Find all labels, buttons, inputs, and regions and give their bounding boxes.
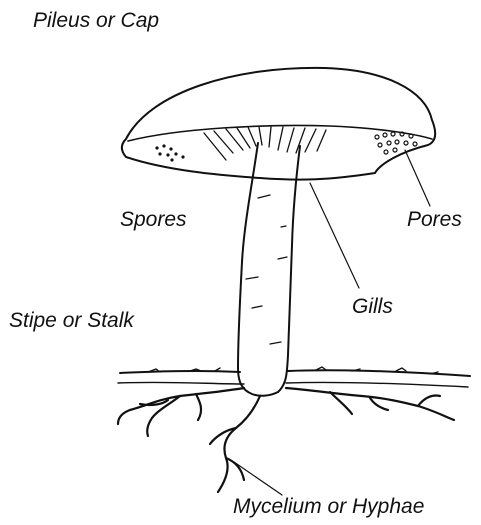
stipe-texture xyxy=(246,195,287,344)
label-gills: Gills xyxy=(352,296,393,317)
label-stipe: Stipe or Stalk xyxy=(9,310,134,331)
label-pores: Pores xyxy=(407,209,462,230)
ground-line xyxy=(120,370,470,376)
mycelium-strands xyxy=(118,388,454,492)
label-mycelium: Mycelium or Hyphae xyxy=(233,496,424,517)
label-spores: Spores xyxy=(120,209,187,230)
spore-dots xyxy=(155,144,184,161)
gill-lines xyxy=(204,127,326,160)
label-pileus: Pileus or Cap xyxy=(33,10,159,31)
leader-lines xyxy=(234,150,430,495)
ground-line-lower xyxy=(118,382,468,387)
stipe-left-edge xyxy=(238,143,278,396)
cap-outline xyxy=(122,68,435,180)
stipe-right-edge xyxy=(278,146,300,392)
